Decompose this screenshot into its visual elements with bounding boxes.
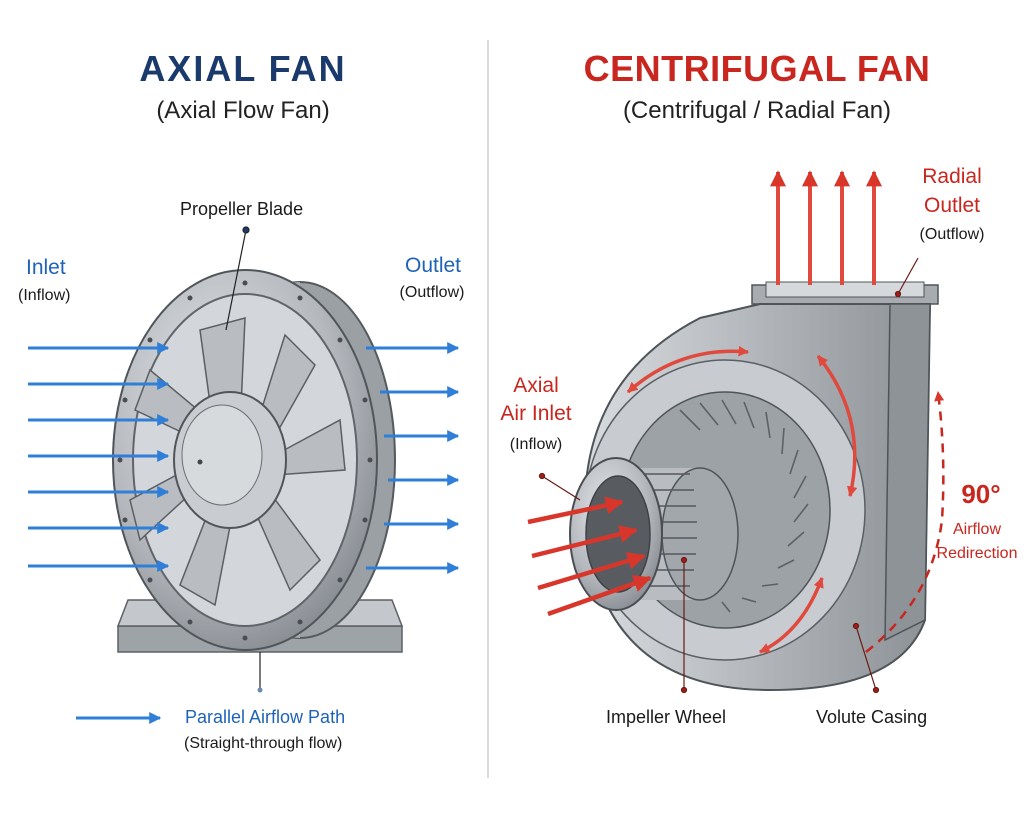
inlet-label: Inlet xyxy=(26,256,66,279)
radial-outlet-label-line1: Radial xyxy=(922,165,982,188)
axial-outlet-arrows xyxy=(366,342,460,574)
outlet-sublabel: (Outflow) xyxy=(399,284,465,301)
centrifugal-fan-subtitle: (Centrifugal / Radial Fan) xyxy=(622,97,892,124)
axial-inlet-arrows xyxy=(28,342,170,572)
volute-casing-label: Volute Casing xyxy=(816,707,928,727)
swirl-arrows xyxy=(626,345,858,654)
axial-air-inlet-label-line2: Air Inlet xyxy=(500,402,572,425)
radial-outlet-sublabel: (Outflow) xyxy=(919,226,985,243)
axial-leader-lines xyxy=(225,226,263,693)
redirection-angle: 90° xyxy=(961,479,1001,509)
centrifugal-fan-illustration xyxy=(569,281,939,692)
centrifugal-leader-lines xyxy=(538,257,919,694)
axial-fan-title: AXIAL FAN xyxy=(139,48,347,89)
redirection-arc xyxy=(865,391,945,653)
axial-fan-subtitle: (Axial Flow Fan) xyxy=(156,97,330,124)
impeller-wheel-label: Impeller Wheel xyxy=(606,707,727,727)
parallel-airflow-label: Parallel Airflow Path xyxy=(185,707,346,727)
centrifugal-fan-title: CENTRIFUGAL FAN xyxy=(583,48,931,89)
inlet-sublabel: (Inflow) xyxy=(18,287,71,304)
axial-fan-illustration xyxy=(112,269,404,653)
axial-air-inlet-label-line1: Axial xyxy=(513,374,559,397)
axial-inlet-arrows-red xyxy=(527,496,652,617)
redirection-label-line2: Redirection xyxy=(936,545,1018,562)
parallel-airflow-sublabel: (Straight-through flow) xyxy=(184,735,343,752)
outlet-label: Outlet xyxy=(404,254,462,277)
axial-air-inlet-sublabel: (Inflow) xyxy=(509,436,563,453)
redirection-label-line1: Airflow xyxy=(952,521,1001,538)
propeller-blade-label: Propeller Blade xyxy=(180,199,304,219)
radial-outlet-arrows xyxy=(770,170,882,285)
radial-outlet-label-line2: Outlet xyxy=(923,194,981,217)
